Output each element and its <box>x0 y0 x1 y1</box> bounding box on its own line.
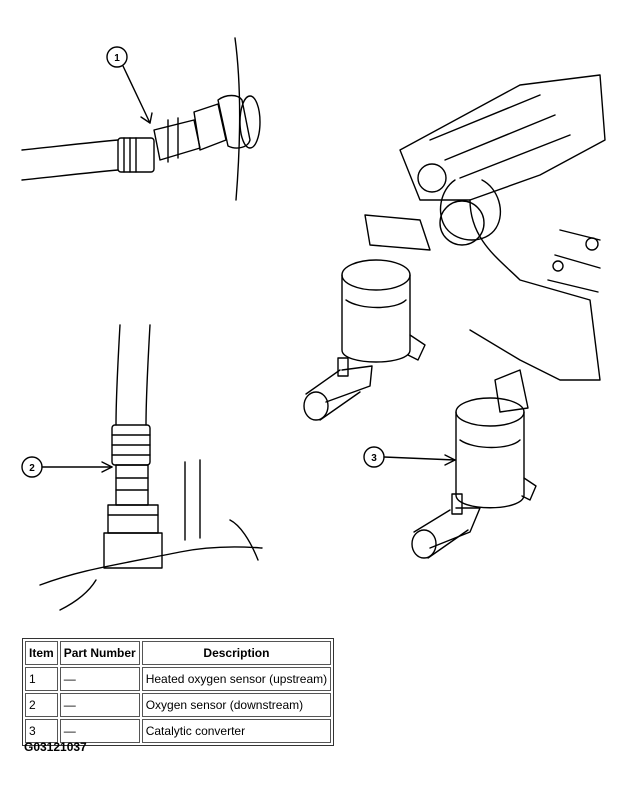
part-number-cell: — <box>59 667 140 691</box>
exhaust-sensor-diagram: 1 2 3 <box>21 37 606 611</box>
callout-3 <box>363 446 456 468</box>
downstream-sensor-drawing <box>39 324 263 611</box>
callout-1-label: 1 <box>114 53 120 64</box>
table-row: 1 — Heated oxygen sensor (upstream) <box>25 667 332 691</box>
header-item: Item <box>25 641 58 665</box>
parts-table: Item Part Number Description 1 — Heated … <box>22 638 335 746</box>
callout-2 <box>21 456 113 478</box>
item-cell: 1 <box>25 667 58 691</box>
item-cell: 2 <box>25 693 58 717</box>
table-header-row: Item Part Number Description <box>25 641 332 665</box>
part-number-cell: — <box>59 719 140 743</box>
description-cell: Oxygen sensor (downstream) <box>141 693 332 717</box>
callout-1 <box>106 46 153 124</box>
catalytic-converter-drawing <box>303 74 606 559</box>
part-number-cell: — <box>59 693 140 717</box>
header-description: Description <box>141 641 332 665</box>
description-cell: Heated oxygen sensor (upstream) <box>141 667 332 691</box>
callout-2-label: 2 <box>29 463 35 474</box>
description-cell: Catalytic converter <box>141 719 332 743</box>
table-row: 2 — Oxygen sensor (downstream) <box>25 693 332 717</box>
upstream-sensor-connector-drawing <box>21 37 261 201</box>
table-row: 3 — Catalytic converter <box>25 719 332 743</box>
header-part-number: Part Number <box>59 641 140 665</box>
figure-id: G03121037 <box>24 740 87 754</box>
item-cell: 3 <box>25 719 58 743</box>
callout-3-label: 3 <box>371 453 377 464</box>
